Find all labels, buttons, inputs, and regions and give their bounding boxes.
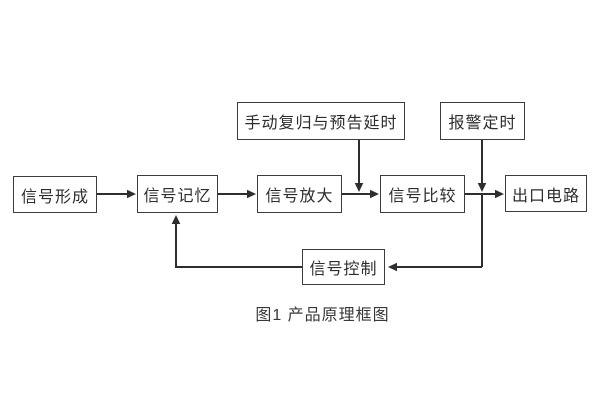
box-signal-amplify: 信号放大 xyxy=(257,175,342,213)
box-output-circuit: 出口电路 xyxy=(505,175,587,212)
arrowhead-into-amplify xyxy=(247,189,256,199)
box-signal-control: 信号控制 xyxy=(302,249,385,285)
arrowhead-into-memory xyxy=(127,189,136,199)
arrowhead-manual-reset-down xyxy=(354,183,364,192)
arrowhead-into-compare xyxy=(370,189,379,199)
arrowhead-into-control xyxy=(388,262,397,272)
figure-caption: 图1 产品原理框图 xyxy=(255,307,390,324)
box-signal-form: 信号形成 xyxy=(13,176,97,213)
arrowhead-up-into-memory xyxy=(171,215,181,224)
arrow-control-to-memory-line xyxy=(175,224,302,268)
arrowhead-into-output xyxy=(495,189,504,199)
arrowhead-alarm-timer-down xyxy=(477,183,487,192)
box-manual-reset-delay: 手动复归与预告延时 xyxy=(237,102,405,140)
box-signal-memory: 信号记忆 xyxy=(137,175,218,213)
box-alarm-timer: 报警定时 xyxy=(440,102,525,140)
box-signal-compare: 信号比较 xyxy=(380,175,465,213)
